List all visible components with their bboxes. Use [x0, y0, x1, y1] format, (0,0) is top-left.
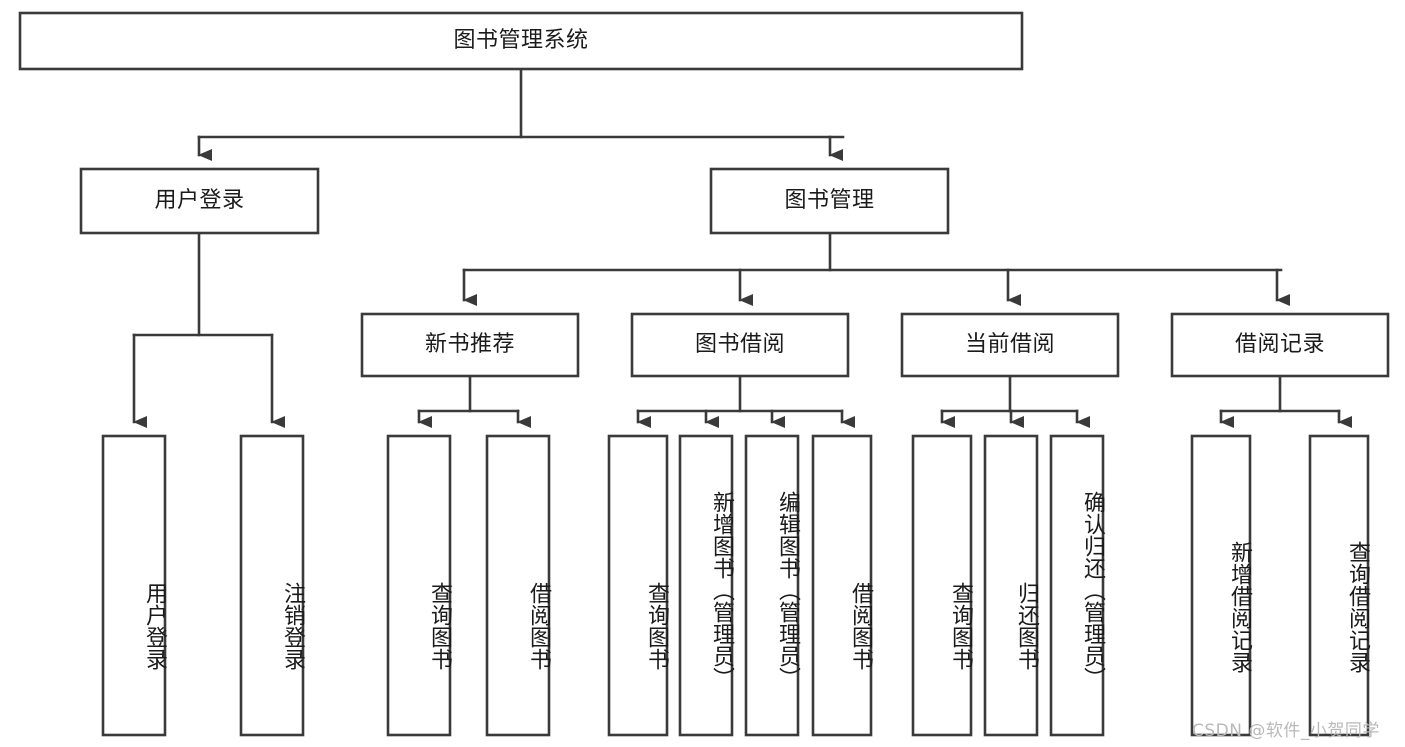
leaf-box-current-query-book[interactable]: [911, 434, 973, 737]
leaf-box-recommend-query-book[interactable]: [386, 434, 452, 737]
leaf-box-user-login[interactable]: [101, 434, 167, 737]
connector-new-book-recommend-to-leaves: [417, 374, 531, 428]
node-box-borrow-record[interactable]: [1170, 312, 1390, 378]
leaf-box-record-query-record[interactable]: [1308, 434, 1370, 737]
leaf-box-borrow-add-book-admin[interactable]: [678, 434, 734, 737]
leaf-box-borrow-borrow-book[interactable]: [811, 434, 873, 737]
connector-book-management-to-level2: [462, 231, 1290, 306]
node-box-book-management[interactable]: [709, 167, 950, 235]
leaf-box-borrow-query-book[interactable]: [607, 434, 669, 737]
node-box-new-book-recommend[interactable]: [360, 312, 580, 378]
node-box-user-login[interactable]: [79, 167, 320, 235]
connector-user-login-to-leaves: [132, 231, 285, 428]
leaf-box-borrow-edit-book-admin[interactable]: [744, 434, 800, 737]
node-box-root[interactable]: [18, 11, 1024, 71]
leaf-box-record-add-record[interactable]: [1190, 434, 1252, 737]
node-box-book-borrow[interactable]: [630, 312, 850, 378]
leaf-box-recommend-borrow-book[interactable]: [485, 434, 551, 737]
leaf-box-current-confirm-return-admin[interactable]: [1049, 434, 1105, 737]
connector-book-borrow-to-leaves: [636, 374, 855, 428]
leaf-box-current-return-book[interactable]: [983, 434, 1039, 737]
node-box-current-borrow[interactable]: [900, 312, 1120, 378]
connector-borrow-record-to-leaves: [1219, 374, 1352, 428]
connector-root-to-level1: [197, 67, 845, 161]
leaf-box-user-logout[interactable]: [239, 434, 305, 737]
connector-current-borrow-to-leaves: [940, 374, 1090, 428]
